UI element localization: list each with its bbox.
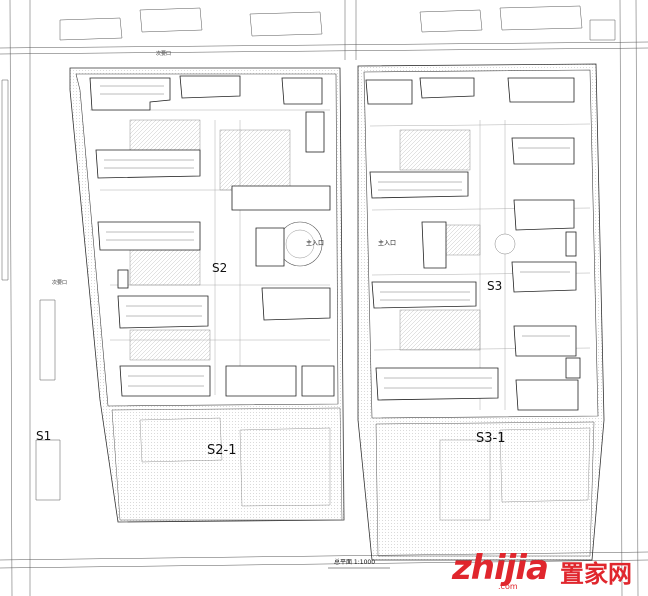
zhijia-watermark-logo: zhijia 置家网 .com (452, 548, 648, 596)
entrance-label-secondary-left: 次要口 (52, 280, 68, 286)
entrance-label-main-right: 主入口 (378, 240, 397, 247)
entrance-label-secondary-top: 次要口 (156, 51, 172, 57)
s2-site (69, 67, 345, 523)
zone-label-s3: S3 (487, 279, 503, 293)
zone-label-s2: S2 (212, 261, 228, 275)
zone-label-s3-1: S3-1 (476, 431, 506, 446)
watermark-domain: .com (498, 582, 518, 591)
watermark-brand: zhijia (452, 548, 549, 588)
entrance-label-main-left: 主入口 (306, 240, 325, 247)
drawing-scale-caption: 总平面 1:1000 (334, 559, 376, 566)
s3-site (357, 63, 605, 561)
zone-label-s2-1: S2-1 (207, 443, 237, 458)
zone-label-s1: S1 (36, 429, 52, 443)
watermark-cn: 置家网 (560, 560, 632, 588)
